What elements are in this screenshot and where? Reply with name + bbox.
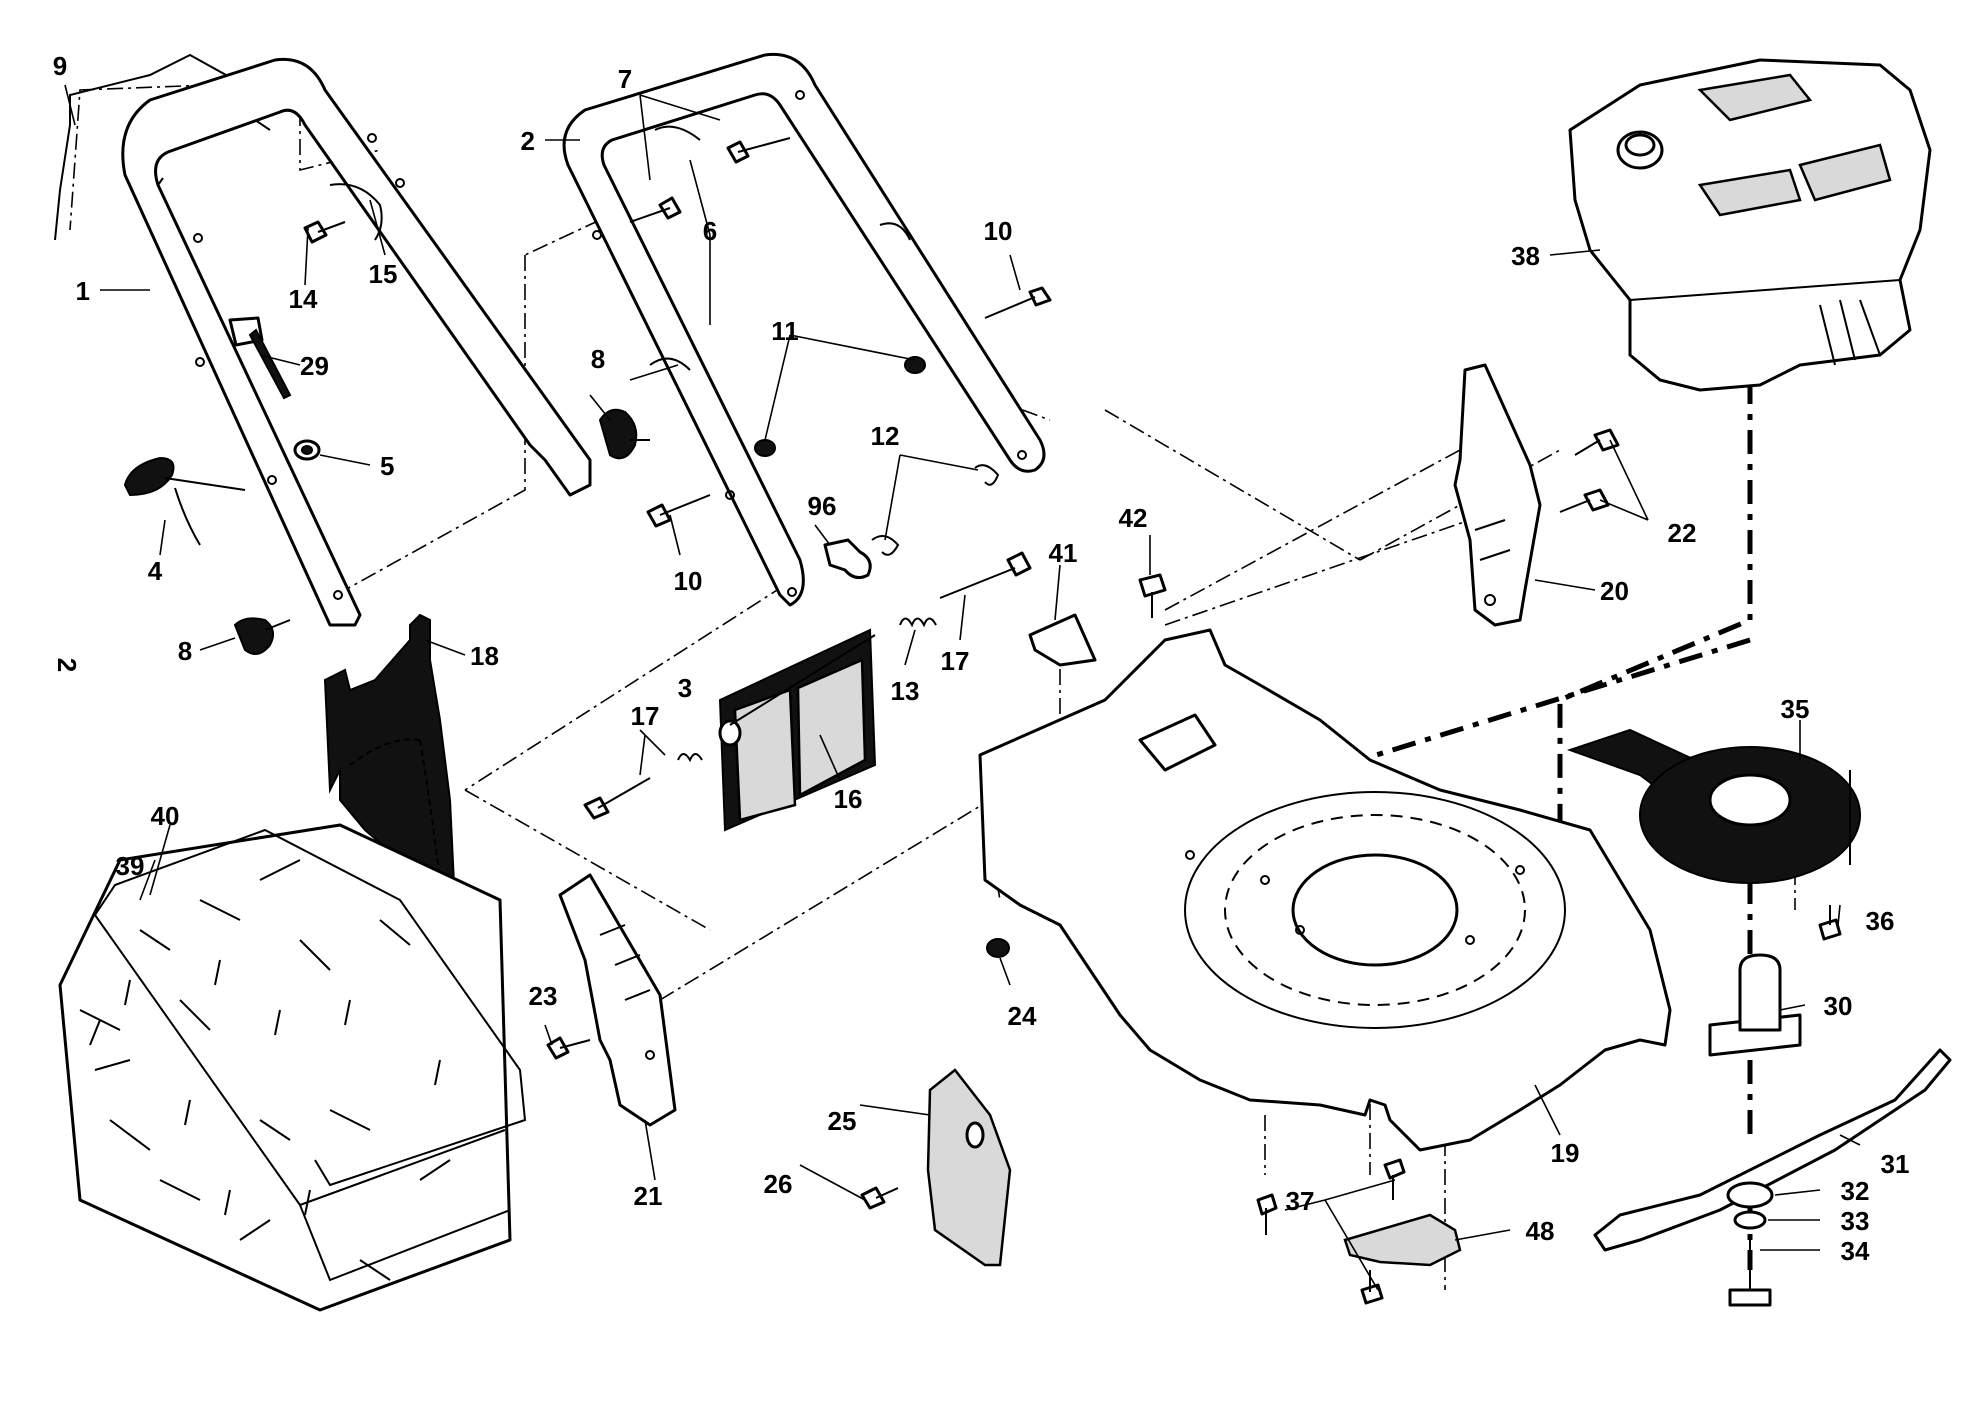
callout-labels: 1 2 3 4 5 6 7 8 8 9 10 10 11 12 13 14 15… bbox=[52, 51, 1909, 1266]
part-42-bolt bbox=[1138, 573, 1167, 618]
callout-42: 42 bbox=[1119, 503, 1148, 533]
callout-23: 23 bbox=[529, 981, 558, 1011]
part-10-handle-bolt-right bbox=[984, 286, 1052, 319]
part-6-cable-ties bbox=[649, 125, 911, 371]
callout-21: 21 bbox=[634, 1181, 663, 1211]
part-2-lower-handle bbox=[562, 52, 1046, 607]
part-37-bolts bbox=[1256, 1158, 1406, 1305]
part-5-spacer bbox=[293, 439, 321, 461]
part-23-bolt bbox=[546, 1036, 591, 1060]
callout-40: 40 bbox=[151, 801, 180, 831]
part-48-plate bbox=[1343, 1213, 1462, 1267]
part-33-lock-washer bbox=[1733, 1210, 1767, 1230]
callout-96: 96 bbox=[808, 491, 837, 521]
callout-10b: 10 bbox=[674, 566, 703, 596]
part-16-rear-flap bbox=[718, 628, 877, 832]
part-30-blade-adapter bbox=[1708, 953, 1802, 1057]
callout-30: 30 bbox=[1824, 991, 1853, 1021]
callout-16: 16 bbox=[834, 784, 863, 814]
part-41-label bbox=[1028, 613, 1097, 667]
part-36-bolt bbox=[1818, 905, 1842, 941]
part-26-bolt bbox=[860, 1186, 899, 1210]
part-4-handle-knob bbox=[123, 456, 246, 546]
page-marker: 2 bbox=[52, 658, 82, 672]
callout-10a: 10 bbox=[984, 216, 1013, 246]
callout-13: 13 bbox=[891, 676, 920, 706]
callout-17a: 17 bbox=[941, 646, 970, 676]
part-19-mower-deck bbox=[978, 628, 1672, 1152]
callout-leader-lines bbox=[64, 84, 1861, 1291]
part-20-height-bracket bbox=[1453, 363, 1542, 627]
callout-12: 12 bbox=[871, 421, 900, 451]
part-3-spring bbox=[677, 753, 703, 763]
callout-15: 15 bbox=[369, 259, 398, 289]
callout-35: 35 bbox=[1781, 694, 1810, 724]
callout-3: 3 bbox=[678, 673, 692, 703]
part-22-bolts bbox=[1559, 428, 1620, 513]
callout-26: 26 bbox=[764, 1169, 793, 1199]
callout-18: 18 bbox=[470, 641, 499, 671]
callout-19: 19 bbox=[1551, 1138, 1580, 1168]
callout-9: 9 bbox=[53, 51, 67, 81]
part-34-blade-bolt bbox=[1728, 1238, 1772, 1307]
part-14-screw bbox=[303, 220, 346, 244]
part-35-blade-baffle bbox=[1566, 728, 1861, 884]
callout-7: 7 bbox=[618, 64, 632, 94]
part-31-blade bbox=[1593, 1048, 1952, 1252]
callout-2: 2 bbox=[521, 126, 535, 156]
part-8-knob-right bbox=[598, 408, 650, 460]
callout-20: 20 bbox=[1600, 576, 1629, 606]
part-8-knob-left bbox=[233, 617, 291, 655]
part-17-rod-left bbox=[583, 777, 651, 820]
part-21-height-bracket bbox=[558, 873, 677, 1127]
callout-8a: 8 bbox=[591, 344, 605, 374]
callout-5: 5 bbox=[380, 451, 394, 481]
callout-38: 38 bbox=[1511, 241, 1540, 271]
callout-22: 22 bbox=[1668, 518, 1697, 548]
part-12-hairpin bbox=[871, 464, 1000, 556]
part-24-nut bbox=[986, 938, 1010, 958]
callout-32: 32 bbox=[1841, 1176, 1870, 1206]
callout-33: 33 bbox=[1841, 1206, 1870, 1236]
callout-39: 39 bbox=[116, 851, 145, 881]
part-29-throttle-control bbox=[228, 316, 292, 400]
callout-25: 25 bbox=[828, 1106, 857, 1136]
part-7-bolts bbox=[629, 137, 791, 223]
part-32-washer bbox=[1726, 1181, 1774, 1209]
part-15-clip bbox=[329, 183, 383, 241]
callout-29: 29 bbox=[300, 351, 329, 381]
callout-48: 48 bbox=[1526, 1216, 1555, 1246]
callout-1: 1 bbox=[76, 276, 90, 306]
callout-17b: 17 bbox=[631, 701, 660, 731]
part-10-handle-bolt-left bbox=[646, 494, 711, 528]
callout-31: 31 bbox=[1881, 1149, 1910, 1179]
part-38-engine bbox=[1568, 58, 1932, 392]
callout-41: 41 bbox=[1049, 538, 1078, 568]
callout-14: 14 bbox=[289, 284, 318, 314]
callout-4: 4 bbox=[148, 556, 163, 586]
part-39-grass-bag bbox=[58, 823, 512, 1312]
callout-6: 6 bbox=[703, 216, 717, 246]
part-96-clamp bbox=[823, 538, 872, 580]
callout-24: 24 bbox=[1008, 1001, 1037, 1031]
callout-36: 36 bbox=[1866, 906, 1895, 936]
part-1-upper-handle bbox=[121, 57, 592, 627]
part-40-bag-frame bbox=[94, 828, 527, 1282]
callout-34: 34 bbox=[1841, 1236, 1870, 1266]
part-13-spring bbox=[899, 617, 937, 628]
callout-8b: 8 bbox=[178, 636, 192, 666]
callout-11: 11 bbox=[771, 316, 799, 346]
callout-37: 37 bbox=[1286, 1186, 1315, 1216]
part-17-rod-right bbox=[939, 551, 1032, 599]
part-25-deflector bbox=[926, 1068, 1012, 1267]
